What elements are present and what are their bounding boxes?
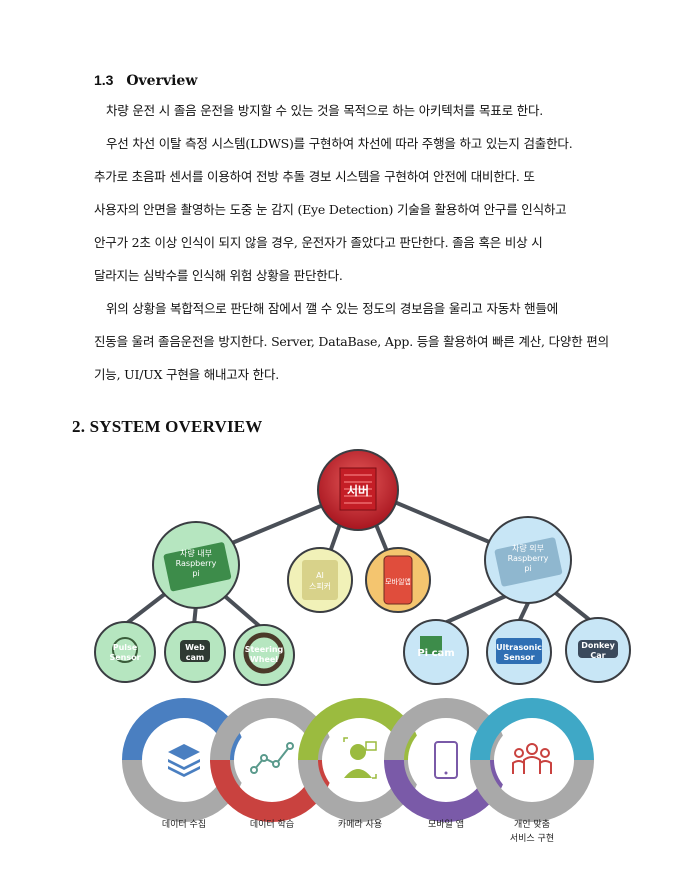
speaker-icon (302, 560, 338, 600)
ring-label-data-collection: 데이터 수집 (161, 820, 207, 830)
webcam-node: Web cam (164, 621, 226, 683)
ring-label-mobile-app: 모바일 앱 (428, 820, 464, 830)
paragraph-line: 차량 운전 시 졸음 운전을 방지할 수 있는 것을 목적으로 하는 아키텍처를… (106, 103, 544, 118)
layers-icon (168, 744, 200, 777)
pulse-label-2: Sensor (109, 653, 140, 662)
process-rings (122, 698, 594, 822)
webcam-icon (180, 640, 210, 662)
pulse-sensor-node: Pulse Sensor (94, 621, 156, 683)
section-heading: 1.3 Overview (94, 72, 197, 89)
ring-label-personal-line2: 서비스 구현 (509, 834, 555, 844)
ring-personal-service (470, 698, 594, 822)
ai-speaker-label-2: 스피커 (309, 582, 331, 591)
pulse-label-1: Pulse (113, 643, 138, 652)
outer-pi-node: 차량 외부 Raspberry pi (484, 516, 572, 604)
outer-pi-label-3: pi (524, 564, 531, 573)
ultrasonic-label-1: Ultrasonic (496, 643, 542, 652)
server-label: 서버 (347, 483, 369, 498)
inner-pi-label-1: 차량 내부 (180, 548, 212, 558)
donkey-label-1: Donkey (581, 641, 615, 650)
inner-pi-label-2: Raspberry (176, 559, 217, 568)
ring-label-personal: 개인 맞춤 서비스 구현 (487, 818, 577, 846)
mobile-app-node: 모바일앱 (365, 547, 431, 613)
inner-pi-node: 차량 내부 Raspberry pi (152, 521, 240, 609)
paragraph-line: 안구가 2초 이상 인식이 되지 않을 경우, 운전자가 졸았다고 판단한다. … (94, 235, 543, 250)
ultrasonic-sensor-icon (496, 638, 542, 664)
phone-icon (383, 555, 413, 605)
mobile-app-label: 모바일앱 (385, 577, 411, 586)
face-scan-icon (343, 737, 377, 779)
ai-speaker-node: AI 스피커 (287, 547, 353, 613)
ai-speaker-label-1: AI (316, 571, 324, 580)
outer-pi-label-2: Raspberry (508, 554, 549, 563)
ultrasonic-label-2: Sensor (503, 653, 534, 662)
raspberry-pi-board-icon (163, 542, 232, 592)
section-title: Overview (126, 73, 198, 89)
paragraph-line: 추가로 초음파 센서를 이용하여 전방 추돌 경보 시스템을 구현하여 안전에 … (94, 169, 535, 184)
steering-wheel-node: Steering Wheel (233, 624, 295, 686)
webcam-label-1: Web (185, 643, 205, 652)
ring-label-camera-use: 카메라 사용 (337, 820, 383, 830)
donkey-car-icon (578, 640, 618, 658)
steering-wheel-icon (243, 632, 285, 674)
section-number: 1.3 (94, 72, 114, 88)
raspberry-pi-board-icon (494, 537, 563, 587)
paragraph-line: 사용자의 안면을 촬영하는 도중 눈 감지 (Eye Detection) 기술… (94, 202, 567, 217)
paragraph-line: 달라지는 심박수를 인식해 위험 상황을 판단한다. (94, 268, 343, 283)
donkey-car-node: Donkey Car (565, 617, 631, 683)
steering-label-1: Steering (245, 645, 284, 654)
pi-camera-icon (420, 636, 442, 654)
paragraph-line: 기능, UI/UX 구현을 해내고자 한다. (94, 367, 280, 382)
server-node: 서버 (317, 449, 399, 531)
people-icon (512, 743, 552, 774)
picam-label: Pi cam (417, 648, 454, 659)
ring-label-personal-line1: 개인 맞춤 (514, 820, 550, 830)
section-2-title: 2. SYSTEM OVERVIEW (72, 417, 263, 436)
donkey-label-2: Car (590, 651, 605, 660)
paragraph-line: 위의 상황을 복합적으로 판단해 잠에서 깰 수 있는 정도의 경보음을 울리고… (106, 301, 559, 316)
smartphone-icon (434, 741, 458, 779)
paragraph-line: 우선 차선 이탈 측정 시스템(LDWS)를 구현하여 차선에 따라 주행을 하… (106, 136, 573, 151)
trend-line-icon (250, 742, 294, 774)
ring-label-data-learning: 데이터 학습 (249, 820, 295, 830)
pulse-sensor-icon (112, 637, 138, 663)
ultrasonic-sensor-node: Ultrasonic Sensor (486, 619, 552, 685)
webcam-label-2: cam (186, 653, 204, 662)
paragraph-line: 진동을 울려 졸음운전을 방지한다. Server, DataBase, App… (94, 334, 609, 349)
pi-cam-node: Pi cam (403, 619, 469, 685)
steering-label-2: Wheel (250, 655, 278, 664)
outer-pi-label-1: 차량 외부 (512, 543, 544, 553)
inner-pi-label-3: pi (192, 569, 199, 578)
